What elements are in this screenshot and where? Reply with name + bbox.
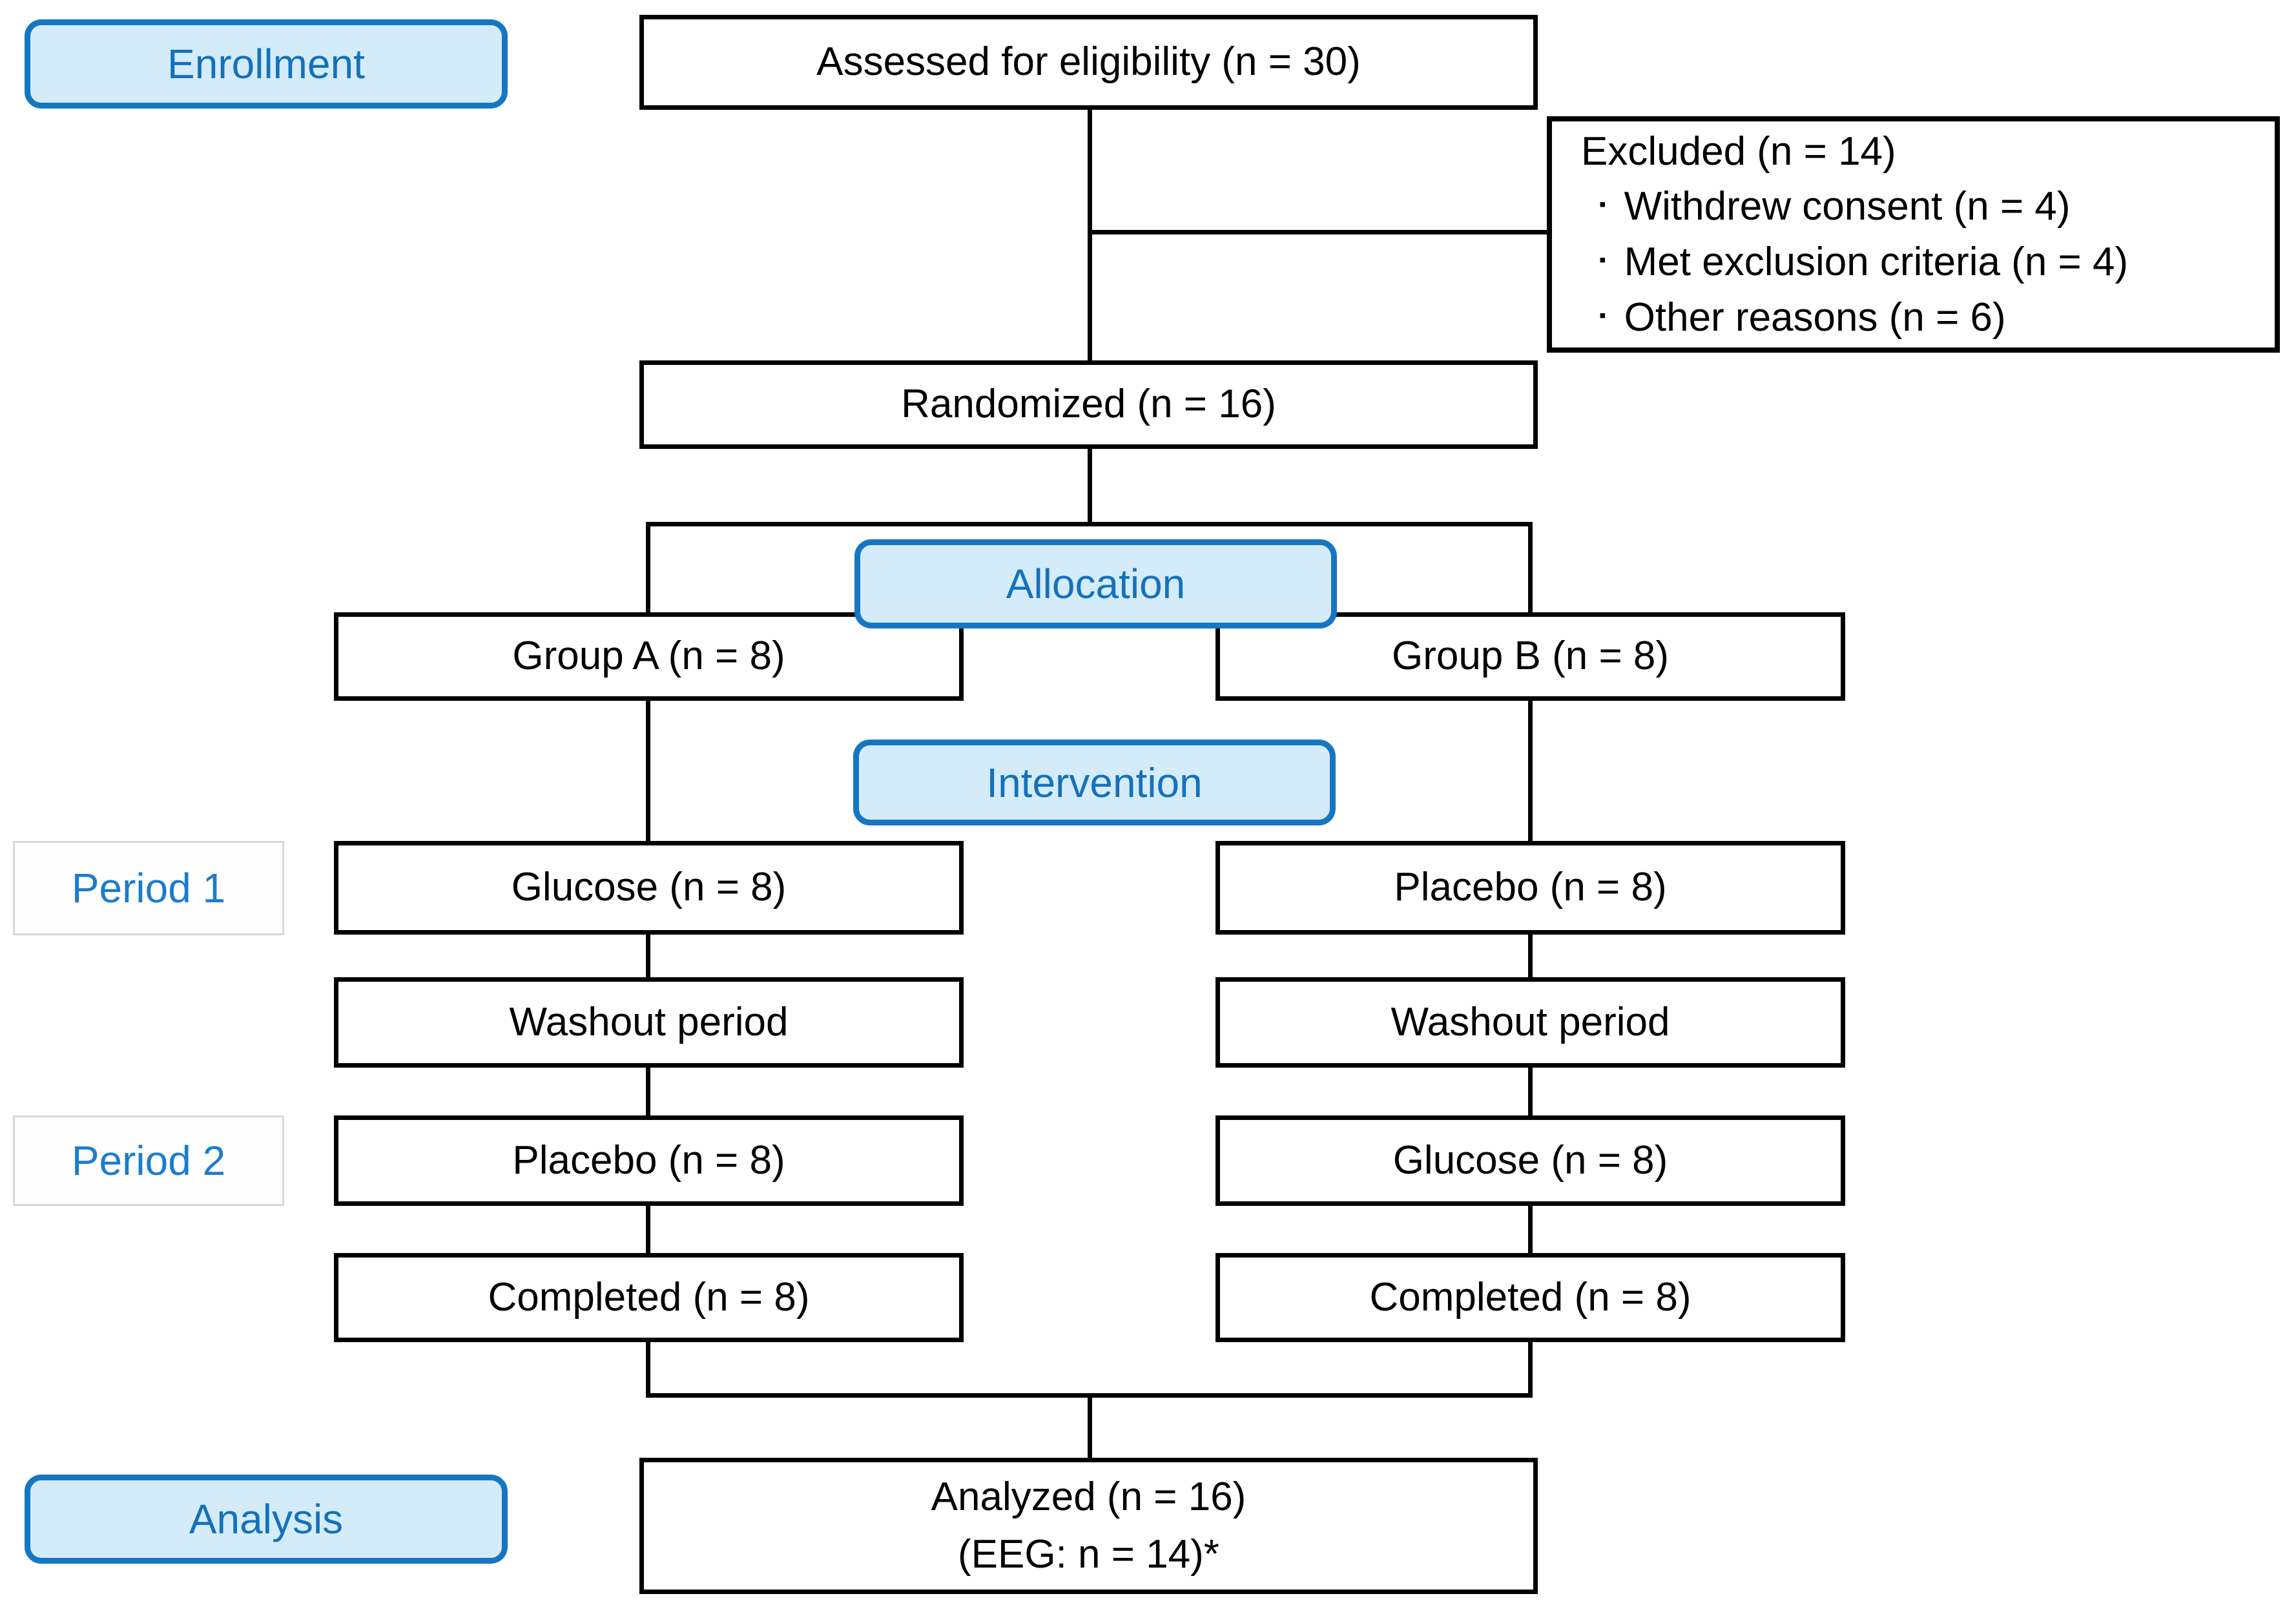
analysis-badge-label: Analysis <box>189 1496 344 1542</box>
connector-trunk-top <box>1088 109 1092 363</box>
assessed-box-label: Assessed for eligibility (n = 30) <box>816 39 1361 85</box>
connector-merge-horizontal <box>646 1393 1533 1398</box>
bullet-icon: ▪ <box>1599 249 1606 271</box>
excluded-item-row: ▪ Met exclusion criteria (n = 4) <box>1581 234 2255 290</box>
group-b-box-label: Group B (n = 8) <box>1391 634 1670 679</box>
period2-glucose-label: Glucose (n = 8) <box>1392 1137 1668 1183</box>
connector-split-right-drop <box>1528 522 1533 616</box>
completed-right-box: Completed (n = 8) <box>1215 1253 1845 1342</box>
excluded-item-withdrew: Withdrew consent (n = 4) <box>1624 184 2071 229</box>
connector-right-p2-to-completed <box>1528 1205 1533 1255</box>
randomized-box-label: Randomized (n = 16) <box>901 382 1276 427</box>
allocation-badge: Allocation <box>854 539 1337 628</box>
excluded-item-row: ▪ Withdrew consent (n = 4) <box>1581 179 2255 234</box>
bullet-icon: ▪ <box>1599 194 1606 216</box>
connector-split-left-drop <box>646 522 650 616</box>
washout-left-box: Washout period <box>334 977 964 1068</box>
completed-left-label: Completed (n = 8) <box>488 1274 810 1320</box>
assessed-box: Assessed for eligibility (n = 30) <box>639 15 1538 110</box>
period1-glucose-label: Glucose (n = 8) <box>511 865 787 910</box>
group-a-box-label: Group A (n = 8) <box>512 634 785 679</box>
group-b-box: Group B (n = 8) <box>1215 612 1845 701</box>
analysis-badge: Analysis <box>25 1475 508 1564</box>
connector-allocation-split <box>646 522 1533 526</box>
allocation-badge-label: Allocation <box>1006 561 1186 607</box>
excluded-box: Excluded (n = 14) ▪ Withdrew consent (n … <box>1547 116 2280 353</box>
connector-randomized-drop <box>1088 448 1092 526</box>
period2-placebo-label: Placebo (n = 8) <box>512 1137 785 1183</box>
period-2-label: Period 2 <box>13 1115 284 1206</box>
connector-left-p2-to-completed <box>646 1205 650 1255</box>
period1-glucose-box: Glucose (n = 8) <box>334 841 964 935</box>
completed-right-label: Completed (n = 8) <box>1369 1274 1691 1320</box>
group-a-box: Group A (n = 8) <box>334 612 964 701</box>
randomized-box: Randomized (n = 16) <box>639 360 1538 449</box>
enrollment-badge-label: Enrollment <box>167 41 365 87</box>
connector-groupB-to-placebo <box>1528 699 1533 844</box>
intervention-badge: Intervention <box>853 740 1336 825</box>
period1-placebo-box: Placebo (n = 8) <box>1215 841 1845 935</box>
excluded-box-title: Excluded (n = 14) <box>1581 129 1896 174</box>
period-1-label: Period 1 <box>13 841 284 935</box>
washout-left-label: Washout period <box>509 999 789 1044</box>
washout-right-label: Washout period <box>1391 999 1670 1044</box>
connector-right-merge-drop <box>1528 1341 1533 1398</box>
period-2-label-text: Period 2 <box>71 1137 226 1184</box>
connector-right-p1-to-washout <box>1528 933 1533 980</box>
enrollment-badge: Enrollment <box>25 19 508 109</box>
analyzed-box: Analyzed (n = 16) (EEG: n = 14)* <box>639 1458 1538 1594</box>
excluded-item-criteria: Met exclusion criteria (n = 4) <box>1624 240 2129 284</box>
connector-left-p1-to-washout <box>646 933 650 980</box>
connector-left-washout-to-p2 <box>646 1066 650 1118</box>
completed-left-box: Completed (n = 8) <box>334 1253 964 1342</box>
connector-excluded-branch <box>1090 230 1549 234</box>
analyzed-box-text: Analyzed (n = 16) (EEG: n = 14)* <box>931 1469 1246 1582</box>
period1-placebo-label: Placebo (n = 8) <box>1394 865 1667 910</box>
period-1-label-text: Period 1 <box>71 865 226 911</box>
connector-groupA-to-glucose <box>646 699 650 844</box>
analyzed-line-2: (EEG: n = 14)* <box>958 1531 1219 1577</box>
period2-glucose-box: Glucose (n = 8) <box>1215 1115 1845 1206</box>
connector-right-washout-to-p2 <box>1528 1066 1533 1118</box>
intervention-badge-label: Intervention <box>986 759 1203 806</box>
washout-right-box: Washout period <box>1215 977 1845 1068</box>
bullet-icon: ▪ <box>1599 304 1606 326</box>
excluded-item-row: ▪ Other reasons (n = 6) <box>1581 290 2255 346</box>
connector-analyzed-drop <box>1088 1396 1092 1459</box>
analyzed-line-1: Analyzed (n = 16) <box>931 1475 1246 1520</box>
period2-placebo-box: Placebo (n = 8) <box>334 1115 964 1206</box>
excluded-item-other: Other reasons (n = 6) <box>1624 295 2006 340</box>
connector-left-merge-drop <box>646 1341 650 1398</box>
